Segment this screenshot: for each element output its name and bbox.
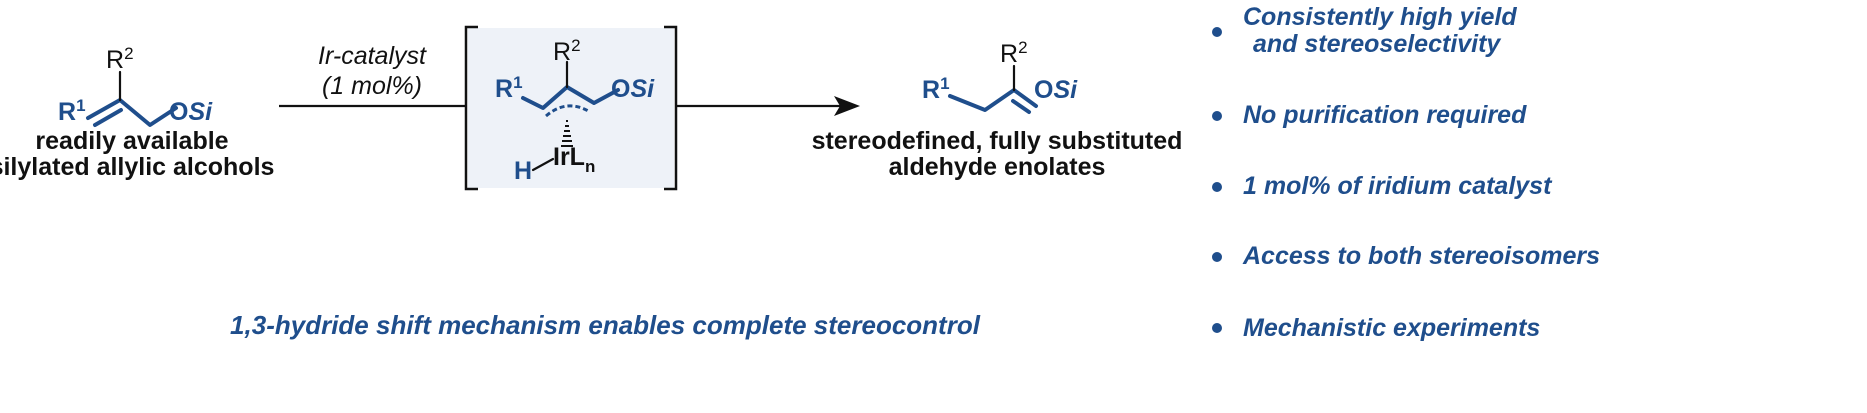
feature-item: 1 mol% of iridium catalyst <box>1212 172 1553 200</box>
ir-h-bond <box>531 157 555 172</box>
intermediate-r2-label: R2 <box>553 36 581 66</box>
feature-text: 1 mol% of iridium catalyst <box>1243 172 1553 200</box>
start-backbone <box>86 98 178 127</box>
reagent-line1: Ir-catalyst <box>318 42 427 70</box>
starting-material: R2 R1 OSi readily available silylated al… <box>0 44 274 181</box>
feature-item: Access to both stereoisomers <box>1212 242 1600 270</box>
reaction-arrow: Ir-catalyst (1 mol%) <box>279 42 860 116</box>
product-caption-line1: stereodefined, fully substituted <box>812 127 1183 155</box>
intermediate-osi-label: OSi <box>611 75 655 103</box>
intermediate-r1-label: R1 <box>495 73 523 103</box>
start-caption-line1: readily available <box>35 127 228 155</box>
product-r2-label: R2 <box>1000 38 1028 68</box>
product-double-bond <box>1011 99 1031 114</box>
arrowhead <box>834 96 860 116</box>
hashed-bond <box>561 120 573 147</box>
bullet-dot <box>1212 252 1222 262</box>
feature-text: Mechanistic experiments <box>1243 314 1540 342</box>
product-backbone <box>948 88 1038 112</box>
bullet-dot <box>1212 111 1222 121</box>
left-bracket <box>464 25 478 191</box>
intermediate-complex: R2 R1 OSi IrLn H <box>464 25 678 191</box>
product-osi-label: OSi <box>1034 76 1078 104</box>
hydride-label: H <box>514 157 532 185</box>
iridium-label: IrLn <box>553 143 595 176</box>
start-r2-label: R2 <box>106 44 134 74</box>
feature-text: and stereoselectivity <box>1253 30 1501 58</box>
start-r1-label: R1 <box>58 96 86 126</box>
product-r1-label: R1 <box>922 74 950 104</box>
product-caption-line2: aldehyde enolates <box>889 153 1106 181</box>
feature-text: Access to both stereoisomers <box>1242 242 1600 270</box>
bullet-dot <box>1212 323 1222 333</box>
start-double-bond <box>93 108 123 127</box>
intermediate-box <box>468 28 674 188</box>
allyl-delocalization <box>545 104 591 118</box>
feature-text: Consistently high yield <box>1243 3 1517 31</box>
right-bracket <box>664 25 678 191</box>
product: R2 R1 OSi stereodefined, fully substitut… <box>812 38 1183 181</box>
feature-item: No purification required <box>1212 101 1527 129</box>
bullet-dot <box>1212 182 1222 192</box>
feature-text: No purification required <box>1243 101 1527 129</box>
feature-list: Consistently high yield and stereoselect… <box>1212 3 1600 342</box>
start-osi-label: OSi <box>169 98 213 126</box>
feature-item: Consistently high yield and stereoselect… <box>1212 3 1517 58</box>
mechanism-caption: 1,3-hydride shift mechanism enables comp… <box>230 310 981 340</box>
bullet-dot <box>1212 27 1222 37</box>
feature-item: Mechanistic experiments <box>1212 314 1540 342</box>
reagent-line2: (1 mol%) <box>322 72 422 100</box>
start-caption-line2: silylated allylic alcohols <box>0 153 274 181</box>
